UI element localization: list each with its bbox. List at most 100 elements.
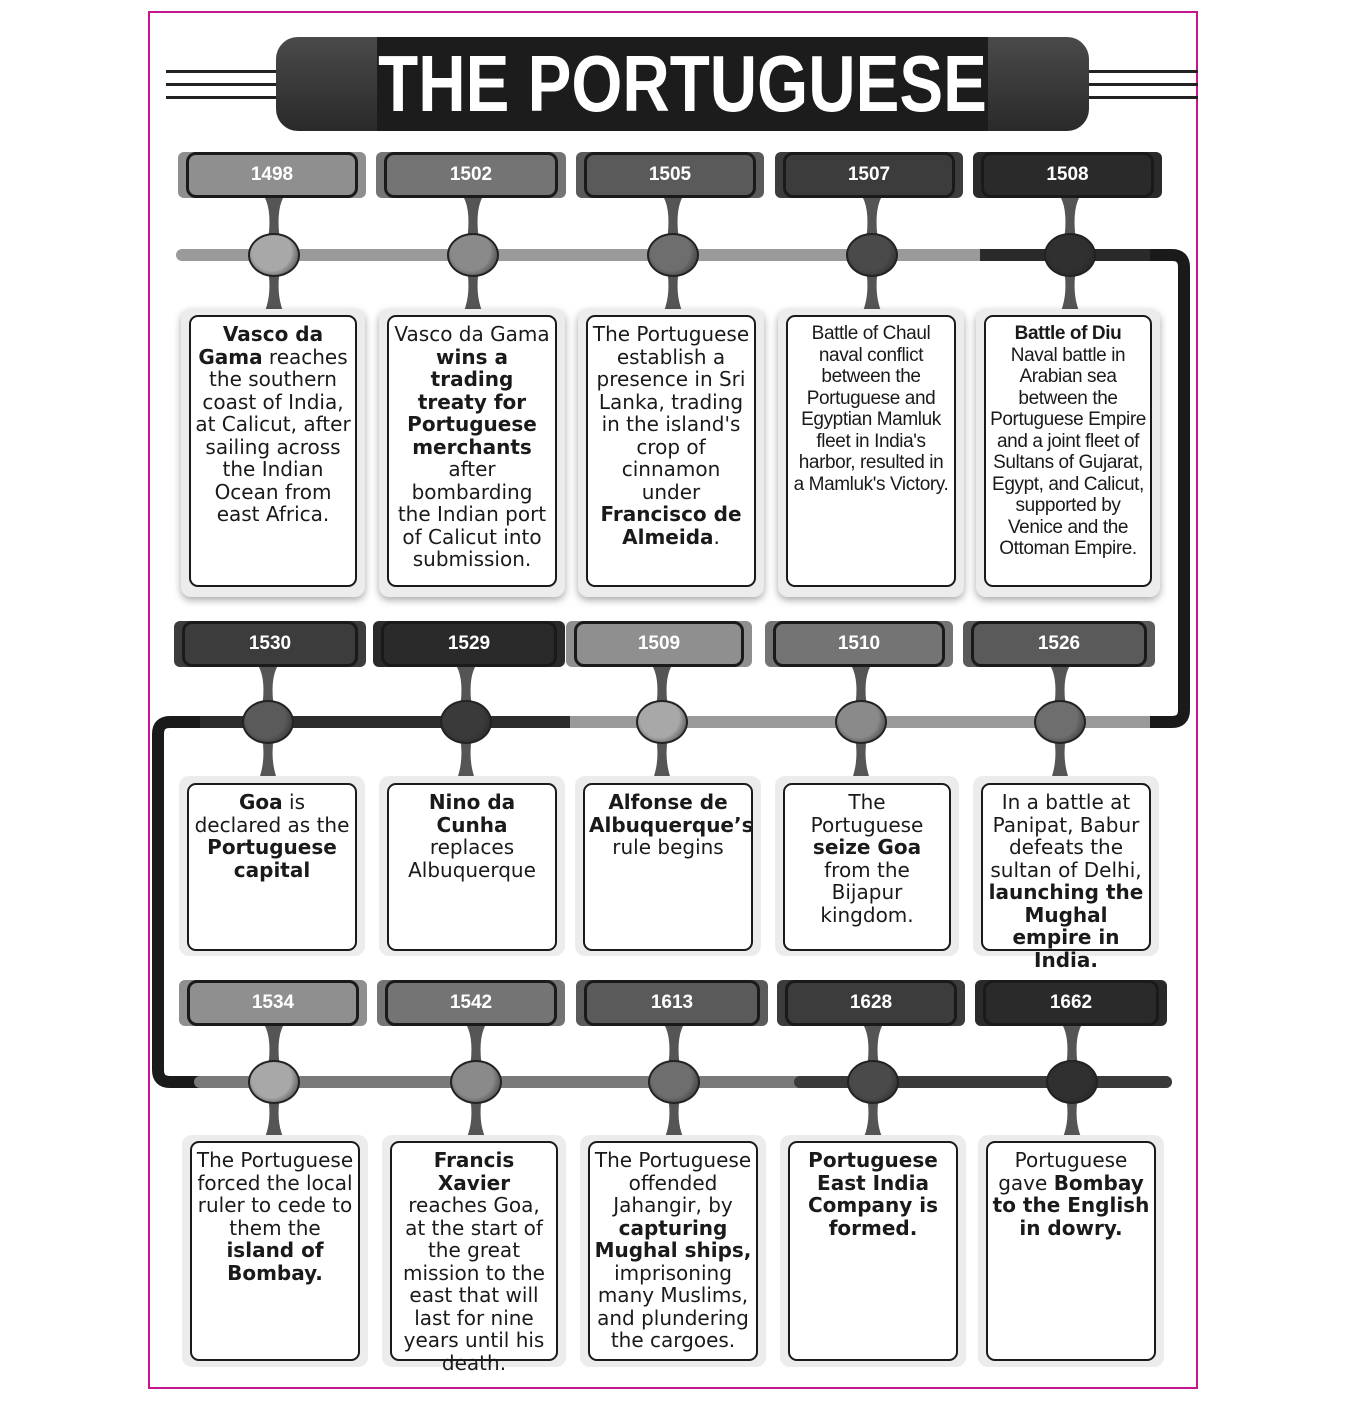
event-card: Vasco da Gama wins a trading treaty for …	[387, 315, 557, 587]
timeline-node	[647, 233, 699, 277]
title-rule-right	[1089, 83, 1198, 86]
event-text: from the Bijapur kingdom.	[820, 857, 914, 927]
event-text-bold: Vasco da Gama	[198, 322, 324, 369]
event-card: The Portuguese establish a presence in S…	[586, 315, 756, 587]
year-label: 1530	[182, 621, 358, 667]
year-label: 1498	[186, 152, 358, 198]
event-card: The Portuguese seize Goa from the Bijapu…	[783, 783, 951, 951]
title-rule-right	[1089, 96, 1198, 99]
event-text: Vasco da Gama	[394, 322, 550, 346]
timeline-node	[648, 1060, 700, 1104]
event-card: Francis Xavier reaches Goa, at the start…	[390, 1141, 558, 1374]
event-card: The Portuguese offended Jahangir, by cap…	[588, 1141, 758, 1361]
event-text: Portuguese gave	[998, 1148, 1128, 1195]
year-label: 1613	[584, 980, 760, 1026]
year-label: 1510	[773, 621, 945, 667]
year-stem	[464, 198, 482, 241]
timeline-node	[242, 700, 294, 744]
card-stem	[464, 269, 482, 311]
timeline-node	[450, 1060, 502, 1104]
event-text-bold: Battle of Diu	[1014, 323, 1122, 344]
event-text-bold: capturing Mughal ships,	[594, 1215, 752, 1262]
event-card: Portuguese East India Company is formed.	[788, 1141, 958, 1361]
event-text-bold: Portuguese East India Company is formed.	[807, 1148, 939, 1240]
year-stem	[852, 667, 870, 708]
timeline-node	[248, 1060, 300, 1104]
title-rule-left	[166, 96, 276, 99]
year-stem	[265, 198, 283, 241]
year-stem	[259, 667, 277, 708]
event-text: .	[713, 524, 720, 549]
event-text-bold: Francisco de Almeida	[600, 502, 742, 549]
title-rule-right	[1089, 70, 1198, 73]
year-label: 1509	[574, 621, 744, 667]
card-stem	[1051, 736, 1069, 779]
year-stem	[467, 1026, 485, 1068]
timeline-node	[1044, 233, 1096, 277]
card-stem	[665, 1096, 683, 1137]
event-text: The Portuguese	[810, 790, 924, 837]
card-stem	[467, 1096, 485, 1137]
event-text: imprisoning many Muslims, and plundering…	[597, 1260, 749, 1352]
year-stem	[665, 1026, 683, 1068]
timeline-node	[1034, 700, 1086, 744]
card-stem	[259, 736, 277, 779]
event-text: Battle of Chaul naval conflict between t…	[793, 323, 949, 495]
year-label: 1507	[783, 152, 955, 198]
title-rule-left	[166, 83, 276, 86]
event-card: Goa is declared as the Portuguese capita…	[187, 783, 357, 951]
card-stem	[1063, 1096, 1081, 1137]
year-label: 1542	[385, 980, 557, 1026]
event-card: Nino da Cunha replaces Albuquerque	[387, 783, 557, 951]
poster-frame	[148, 11, 1198, 1389]
year-stem	[457, 667, 475, 708]
event-card: Battle of Diu Naval battle in Arabian se…	[984, 315, 1152, 587]
event-text: reaches Goa, at the start of the great m…	[403, 1193, 545, 1375]
event-text-bold: Bombay to the English in dowry.	[992, 1170, 1150, 1240]
year-stem	[653, 667, 671, 708]
year-label: 1502	[384, 152, 558, 198]
event-text-bold: Alfonse de Albuquerque’s	[589, 790, 754, 837]
year-label: 1628	[785, 980, 957, 1026]
event-card: Portuguese gave Bombay to the English in…	[986, 1141, 1156, 1361]
event-text-bold: Francis Xavier	[433, 1148, 515, 1195]
event-text-bold: Portuguese capital	[207, 835, 337, 882]
year-label: 1662	[983, 980, 1159, 1026]
timeline-node	[447, 233, 499, 277]
event-card: Alfonse de Albuquerque’s rule begins	[583, 783, 754, 951]
event-text: replaces Albuquerque	[408, 835, 536, 882]
year-stem	[1051, 667, 1069, 708]
card-stem	[852, 736, 870, 779]
event-text: is declared as the	[194, 790, 350, 837]
page-title: THE PORTUGUESE	[377, 37, 988, 131]
event-text: rule begins	[612, 835, 724, 859]
year-stem	[664, 198, 682, 241]
event-text-bold: launching the Mughal empire in India.	[988, 880, 1144, 972]
timeline-node	[846, 233, 898, 277]
event-text: reaches the southern coast of India, at …	[195, 344, 351, 526]
card-stem	[1061, 269, 1079, 311]
event-text: The Portuguese forced the local ruler to…	[196, 1148, 354, 1240]
event-card: Vasco da Gama reaches the southern coast…	[189, 315, 357, 587]
event-text: Naval battle in Arabian sea between the …	[990, 344, 1146, 560]
card-stem	[864, 1096, 882, 1137]
event-card: In a battle at Panipat, Babur defeats th…	[981, 783, 1151, 971]
card-stem	[653, 736, 671, 779]
event-text-bold: Goa	[239, 790, 283, 814]
event-text: The Portuguese establish a presence in S…	[592, 322, 750, 504]
card-stem	[664, 269, 682, 311]
timeline-node	[636, 700, 688, 744]
card-stem	[863, 269, 881, 311]
year-label: 1526	[971, 621, 1147, 667]
event-text-bold: island of Bombay.	[226, 1238, 324, 1285]
event-card: The Portuguese forced the local ruler to…	[190, 1141, 360, 1361]
year-stem	[1063, 1026, 1081, 1068]
timeline-node	[440, 700, 492, 744]
timeline-node	[835, 700, 887, 744]
card-stem	[265, 269, 283, 311]
year-label: 1534	[187, 980, 359, 1026]
timeline-node	[248, 233, 300, 277]
event-text-bold: Nino da Cunha	[428, 790, 516, 837]
event-text: The Portuguese offended Jahangir, by	[594, 1148, 752, 1217]
year-label: 1529	[381, 621, 557, 667]
